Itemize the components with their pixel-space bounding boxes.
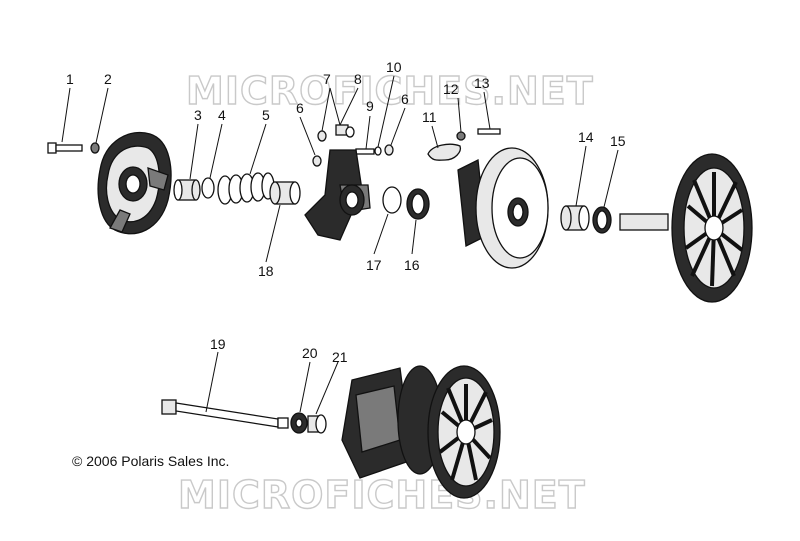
callout-21: 21	[332, 349, 348, 365]
callout-5: 5	[262, 107, 270, 123]
callout-17: 17	[366, 257, 382, 273]
callout-11: 11	[422, 109, 437, 125]
copyright-text: © 2006 Polaris Sales Inc.	[72, 453, 229, 469]
part-assembled-clutch	[341, 365, 501, 499]
part-moveable-sheave	[457, 147, 549, 269]
callout-13: 13	[474, 75, 490, 91]
part-roller-8	[335, 124, 355, 138]
part-bushing-6a	[312, 155, 322, 167]
part-pin-13	[477, 128, 501, 135]
part-bearing-16	[406, 188, 430, 220]
part-weight-11	[427, 143, 461, 161]
callout-15: 15	[610, 133, 626, 149]
part-fixed-sheave	[619, 153, 753, 303]
part-ring-17	[382, 186, 402, 214]
part-spacer-21	[307, 414, 327, 434]
part-washer-2	[90, 142, 100, 154]
part-bushing-18	[269, 181, 301, 205]
callout-3: 3	[194, 107, 202, 123]
part-ring-4	[201, 177, 215, 199]
part-nut-12	[456, 131, 466, 141]
callout-9: 9	[366, 98, 374, 114]
part-spring-5	[217, 172, 275, 205]
part-bushing-6b	[384, 144, 394, 156]
part-washer-10	[374, 146, 382, 156]
callout-6b: 6	[401, 91, 409, 107]
callout-10: 10	[386, 59, 402, 75]
callout-4: 4	[218, 107, 226, 123]
callout-12: 12	[443, 81, 459, 97]
callout-18: 18	[258, 263, 274, 279]
callout-20: 20	[302, 345, 318, 361]
callout-6a: 6	[296, 100, 304, 116]
part-spider	[304, 149, 371, 241]
part-roller-7	[317, 130, 327, 142]
part-cover-plate	[97, 132, 172, 235]
callouts: 1 2 3 4 5 6 7 8 9 10 6 11 12 13 14 15 16…	[66, 59, 626, 365]
part-ring-15	[592, 206, 612, 234]
callout-1: 1	[66, 71, 74, 87]
callout-2: 2	[104, 71, 112, 87]
callout-7: 7	[323, 71, 331, 87]
part-bushing-3	[173, 179, 201, 201]
part-washer-20	[290, 412, 308, 434]
watermark-top: MICROFICHES.NET	[186, 69, 594, 113]
callout-8: 8	[354, 71, 362, 87]
part-bushing-14	[560, 205, 590, 231]
part-pin-9	[355, 148, 375, 155]
callout-14: 14	[578, 129, 594, 145]
callout-16: 16	[404, 257, 420, 273]
callout-19: 19	[210, 336, 226, 352]
watermark-bottom: MICROFICHES.NET	[178, 473, 586, 517]
part-bolt-1	[47, 142, 83, 154]
leader-lines	[61, 75, 619, 415]
part-bolt-19	[161, 399, 289, 429]
